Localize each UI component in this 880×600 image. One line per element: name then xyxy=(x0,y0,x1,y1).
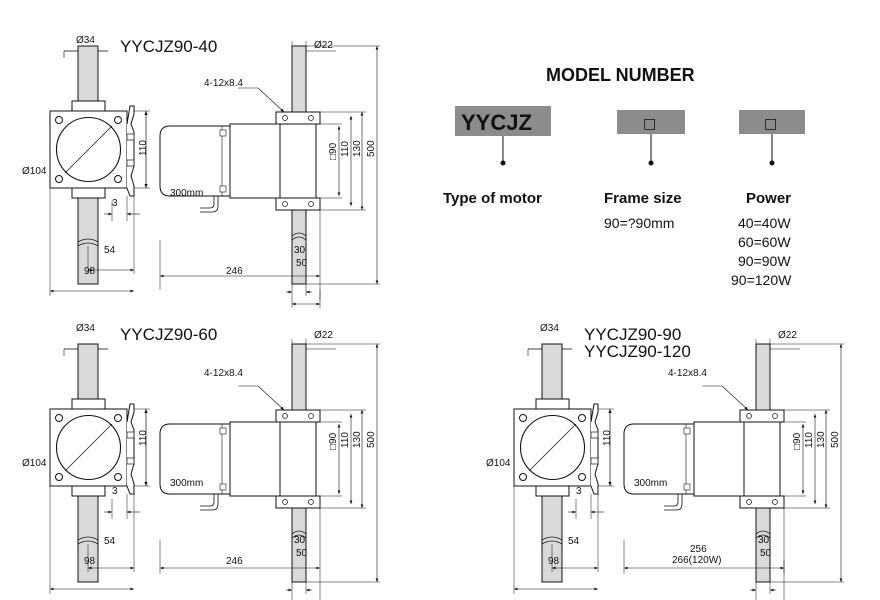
drawing-yycjz90-40: YYCJZ90-40 Ø34 Ø22 4-12x8.4 Ø104 110 3 5… xyxy=(22,35,380,308)
height-130: 130 xyxy=(352,140,363,157)
height-130: 130 xyxy=(816,431,827,448)
shaft-left-dim: Ø34 xyxy=(76,323,95,334)
cable-length: 300mm xyxy=(634,478,667,489)
cable-length: 300mm xyxy=(170,188,203,199)
height-90: □90 xyxy=(328,142,339,160)
outer-dia-dim: Ø104 xyxy=(22,458,47,469)
power-box-text: □ xyxy=(764,116,777,132)
length-dim: 246 xyxy=(226,556,243,567)
outer-dia-dim: Ø104 xyxy=(486,458,511,469)
power-value-90: 90=90W xyxy=(738,253,791,269)
dim-3: 3 xyxy=(112,198,118,209)
power-box xyxy=(739,110,805,134)
face-110-dim: 110 xyxy=(602,430,613,446)
frame-value: 90=?90mm xyxy=(604,215,674,231)
height-500: 500 xyxy=(366,431,377,448)
outer-dia-dim: Ø104 xyxy=(22,166,47,177)
power-value-60: 60=60W xyxy=(738,234,791,250)
frame-label: Frame size xyxy=(604,190,682,207)
height-110: 110 xyxy=(340,432,351,448)
drawing-title: YYCJZ90-60 xyxy=(120,325,217,344)
drawing-title: YYCJZ90-40 xyxy=(120,37,217,56)
type-label: Type of motor xyxy=(443,190,542,207)
dim-98: 98 xyxy=(84,556,96,567)
frame-box-text: □ xyxy=(643,116,656,132)
drawing-title-2: YYCJZ90-120 xyxy=(584,342,691,361)
drawing-title: YYCJZ90-90 xyxy=(584,325,681,344)
drawing-yycjz90-90-120: YYCJZ90-90 YYCJZ90-120 Ø34 Ø22 4-12x8.4 … xyxy=(486,323,844,600)
dim-3: 3 xyxy=(112,486,118,497)
shaft-right-dim: Ø22 xyxy=(314,330,333,341)
model-number-heading: MODEL NUMBER xyxy=(546,65,695,85)
shaft-left-dim: Ø34 xyxy=(540,323,559,334)
height-130: 130 xyxy=(352,431,363,448)
drawing-yycjz90-60: YYCJZ90-60 Ø34 Ø22 4-12x8.4 Ø104 110 3 5… xyxy=(22,323,380,600)
frame-connector-dot xyxy=(648,160,654,166)
model-number-legend: MODEL NUMBER YYCJZ Type of motor □ Frame… xyxy=(443,65,805,288)
length-dim-120w: 266(120W) xyxy=(672,555,721,566)
dim-3: 3 xyxy=(576,486,582,497)
dim-98: 98 xyxy=(548,556,560,567)
height-90: □90 xyxy=(792,432,803,450)
shaft-right-dim: Ø22 xyxy=(314,40,333,51)
bolt-dim: 4-12x8.4 xyxy=(204,368,243,379)
bottom-30: 30 xyxy=(294,535,306,546)
shaft-right-dim: Ø22 xyxy=(778,330,797,341)
bottom-30: 30 xyxy=(294,245,306,256)
dim-54: 54 xyxy=(568,536,580,547)
height-110: 110 xyxy=(804,432,815,448)
power-connector-dot xyxy=(769,160,775,166)
bolt-dim: 4-12x8.4 xyxy=(668,368,707,379)
height-500: 500 xyxy=(830,431,841,448)
height-90: □90 xyxy=(328,432,339,450)
bolt-dim: 4-12x8.4 xyxy=(204,78,243,89)
type-box xyxy=(455,106,551,136)
dim-98: 98 xyxy=(84,266,96,277)
height-110: 110 xyxy=(340,141,351,157)
cable-length: 300mm xyxy=(170,478,203,489)
dim-54: 54 xyxy=(104,245,116,256)
bottom-50: 50 xyxy=(296,258,308,269)
dim-54: 54 xyxy=(104,536,116,547)
length-dim: 246 xyxy=(226,266,243,277)
type-box-text: YYCJZ xyxy=(461,110,532,135)
power-value-40: 40=40W xyxy=(738,215,791,231)
power-label: Power xyxy=(746,190,791,207)
face-110-dim: 110 xyxy=(138,430,149,446)
bottom-30: 30 xyxy=(758,535,770,546)
height-500: 500 xyxy=(366,140,377,157)
face-110-dim: 110 xyxy=(138,140,149,156)
bottom-50: 50 xyxy=(296,548,308,559)
shaft-left-dim: Ø34 xyxy=(76,35,95,46)
type-connector-dot xyxy=(500,160,506,166)
frame-box xyxy=(617,110,685,134)
power-value-120: 90=120W xyxy=(731,272,792,288)
bottom-50: 50 xyxy=(760,548,772,559)
length-dim: 256 xyxy=(690,544,707,555)
